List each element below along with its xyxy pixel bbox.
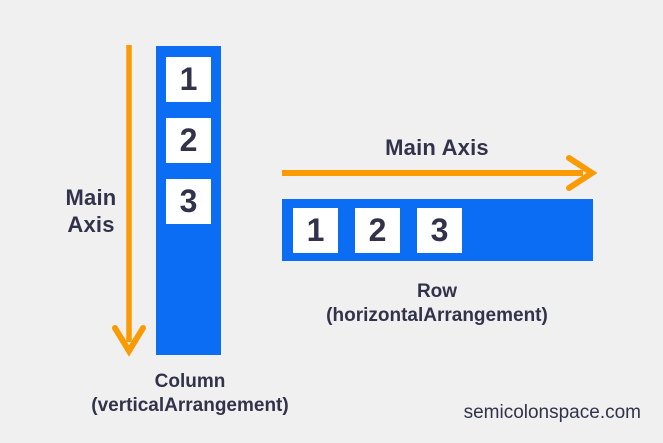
column-item-1-label: 1 <box>179 61 198 97</box>
column-container: 1 2 3 <box>156 46 221 355</box>
row-main-axis-label: Main Axis <box>385 135 489 160</box>
main-axis-right-arrow-icon <box>282 155 597 191</box>
row-caption-title: Row <box>416 281 458 302</box>
row-item-2: 2 <box>355 207 400 253</box>
row-item-2-label: 2 <box>368 211 387 248</box>
column-caption-title: Column <box>154 371 226 392</box>
column-item-3-label: 3 <box>179 183 198 219</box>
row-item-1-label: 1 <box>306 211 325 248</box>
column-item-2-label: 2 <box>179 122 198 158</box>
row-container: 1 2 3 <box>282 199 593 261</box>
column-caption-subtitle: (verticalArrangement) <box>91 395 289 416</box>
watermark-text: semicolonspace.com <box>463 402 641 423</box>
column-item-1: 1 <box>166 57 211 102</box>
row-item-1: 1 <box>293 207 338 253</box>
row-item-3-label: 3 <box>430 211 449 248</box>
main-axis-word-2: Axis <box>67 212 115 237</box>
main-axis-down-arrow-icon <box>112 45 146 357</box>
column-item-2: 2 <box>166 118 211 163</box>
row-caption-subtitle: (horizontalArrangement) <box>326 305 548 326</box>
main-axis-word-1: Main <box>65 185 117 210</box>
row-item-3: 3 <box>417 207 462 253</box>
column-caption: Column (verticalArrangement) <box>60 370 320 418</box>
column-item-3: 3 <box>166 179 211 224</box>
row-caption: Row (horizontalArrangement) <box>307 280 567 328</box>
column-main-axis-label: Main Axis <box>50 184 132 238</box>
